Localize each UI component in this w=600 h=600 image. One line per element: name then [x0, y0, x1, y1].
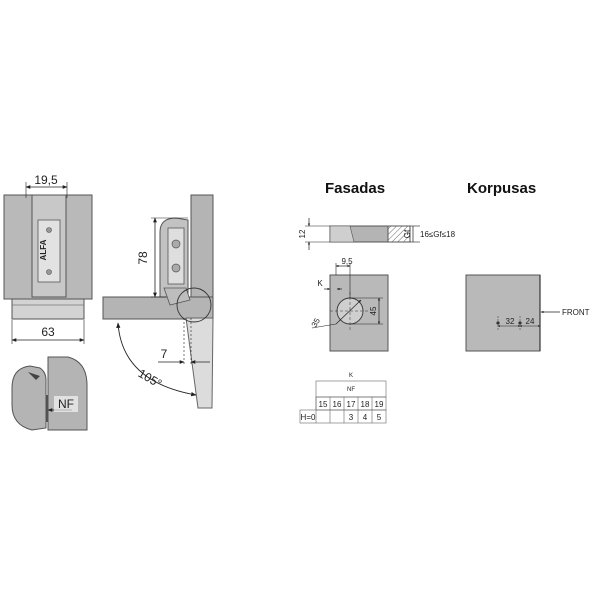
dim-12: 12 — [298, 229, 307, 238]
cabinet-side-wall — [190, 194, 214, 301]
dim-19-5: 19,5 — [34, 173, 58, 187]
fasadas-section: Fasadas 12 Gf 16≤Gf≤18 35 9,5 K — [298, 180, 456, 352]
gf-range: 16≤Gf≤18 — [420, 230, 456, 239]
k-label-panel: K — [317, 279, 323, 288]
nf-door-section — [47, 356, 88, 431]
dim-7: 7 — [161, 347, 168, 361]
dim-63: 63 — [41, 325, 55, 339]
fasadas-title: Fasadas — [325, 180, 385, 197]
korpusas-section: Korpusas 32 24 FRONT — [465, 180, 590, 352]
dim-45: 45 — [369, 306, 378, 315]
side-view: 78 7 105° — [102, 194, 214, 409]
detail-circle — [176, 287, 212, 323]
cabinet-door-closed — [102, 296, 214, 320]
brand-logo: ALFA — [39, 239, 48, 260]
table-k-cell: 15 — [319, 400, 328, 409]
dim-24: 24 — [526, 317, 535, 326]
front-label: FRONT — [562, 308, 590, 317]
korpusas-title: Korpusas — [467, 180, 536, 197]
opening-angle-arc — [116, 322, 197, 397]
cabinet-door-open — [185, 317, 214, 409]
nf-label: NF — [58, 397, 74, 411]
dim-9-5: 9,5 — [341, 257, 353, 266]
nf-cabinet-section — [11, 365, 47, 431]
table-k-cell: 17 — [347, 400, 356, 409]
dim-35: 35 — [310, 316, 323, 329]
table-k-cell: 19 — [375, 400, 384, 409]
table-nf-cell: 3 — [349, 413, 354, 422]
mounting-plate-front — [11, 298, 85, 320]
table-row-label: H=0 — [301, 413, 316, 422]
table-nf-cell: 4 — [363, 413, 368, 422]
dim-78: 78 — [136, 251, 150, 265]
nf-table: K NF H=0 15 16 17 18 19 3 4 5 — [299, 373, 387, 424]
table-nf-header: NF — [347, 387, 355, 393]
front-view: ALFA 19,5 63 — [3, 173, 93, 344]
table-k-header: K — [349, 373, 353, 379]
table-k-cell: 18 — [361, 400, 370, 409]
nf-detail: NF — [11, 356, 88, 431]
gf-label: Gf — [403, 229, 412, 238]
dim-32: 32 — [506, 317, 515, 326]
table-nf-cell: 5 — [377, 413, 382, 422]
dim-105: 105° — [136, 366, 165, 391]
korpusas-panel — [465, 274, 541, 352]
table-k-cell: 16 — [333, 400, 342, 409]
